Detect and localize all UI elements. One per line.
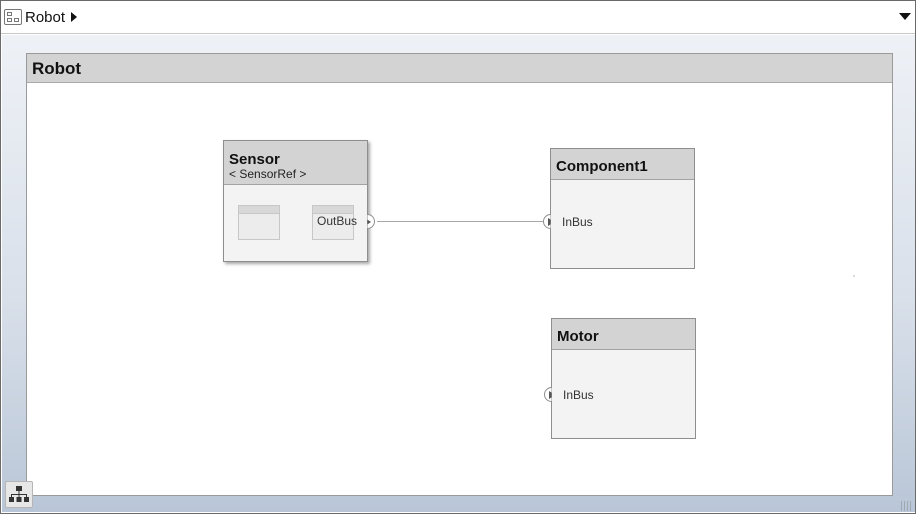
port-label-inbus: InBus	[562, 215, 593, 229]
component-name: Sensor	[229, 151, 280, 168]
component-header: Component1	[551, 149, 694, 180]
architecture-frame: Robot	[26, 53, 893, 496]
component-name: Motor	[557, 328, 599, 345]
hierarchy-icon	[9, 486, 29, 502]
diagram-canvas[interactable]: Robot	[2, 35, 915, 512]
component-component1[interactable]: Component1 InBus	[550, 148, 695, 269]
canvas-dot	[853, 275, 855, 277]
chevron-right-icon[interactable]	[71, 12, 77, 22]
component-header: Sensor < SensorRef >	[224, 141, 367, 185]
hierarchy-button[interactable]	[5, 481, 33, 508]
component-name: Component1	[556, 158, 648, 175]
component-header: Motor	[552, 319, 695, 350]
resize-grip[interactable]	[901, 501, 913, 511]
architecture-title: Robot	[32, 59, 82, 78]
port-label-outbus: OutBus	[317, 214, 358, 228]
component-motor[interactable]: Motor InBus	[551, 318, 696, 439]
chevron-down-icon[interactable]	[899, 13, 911, 20]
thumbnail-sync	[312, 205, 354, 240]
component-sensor[interactable]: Sensor < SensorRef > OutBus	[223, 140, 368, 262]
component-reference: < SensorRef >	[229, 167, 307, 181]
thumbnail-gps	[238, 205, 280, 240]
breadcrumb-item-robot[interactable]: Robot	[25, 9, 66, 26]
architecture-header: Robot	[27, 54, 892, 83]
breadcrumb: Robot	[1, 1, 915, 34]
model-icon[interactable]	[4, 9, 22, 25]
connection-line[interactable]	[377, 221, 543, 222]
port-label-inbus: InBus	[563, 388, 594, 402]
